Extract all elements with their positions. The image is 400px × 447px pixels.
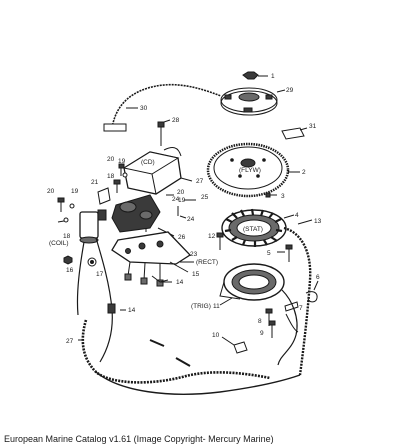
svg-text:15: 15 [192,271,200,278]
svg-text:21: 21 [91,179,99,186]
svg-text:19: 19 [118,158,126,165]
svg-text:8: 8 [258,318,262,325]
part-30-cable: 30 [103,83,222,132]
part-14-terminal-upper: 14 [151,275,184,286]
part-2-flywheel: (FLYW) 2 [206,142,306,198]
svg-text:20: 20 [107,156,115,163]
svg-text:(CD): (CD) [141,159,155,166]
part-24-screw-upper: 24 [172,196,180,216]
svg-text:19: 19 [178,197,186,204]
svg-text:18: 18 [63,233,71,240]
svg-text:30: 30 [140,105,148,112]
part-19-washer-coil-top: 19 [69,188,79,209]
svg-text:(TRIG): (TRIG) [191,303,211,310]
part-4-stator: (STAT) 4 [221,208,299,247]
part-18-screw-upper: 18 [107,173,121,193]
switch-box-cd: (CD) 27 [122,147,204,195]
svg-text:29: 29 [286,87,294,94]
svg-text:14: 14 [176,279,184,286]
svg-text:11: 11 [213,303,220,310]
svg-text:24: 24 [172,196,180,203]
svg-text:20: 20 [177,189,185,196]
svg-text:28: 28 [172,117,180,124]
svg-text:13: 13 [314,218,322,225]
svg-text:2: 2 [302,169,306,176]
trigger-lead-wire [277,289,299,366]
part-19-washer-coil-left [57,217,69,223]
svg-text:17: 17 [96,271,104,278]
part-10-terminal: 10 [212,332,248,354]
svg-text:24: 24 [187,216,195,223]
svg-text:(FLYW): (FLYW) [239,167,261,174]
ignition-coil: 18 (COIL) [49,209,107,247]
svg-text:16: 16 [66,267,74,274]
part-6-clip: 6 [305,274,320,303]
part-9-screw: 9 [260,320,276,338]
svg-text:9: 9 [260,330,264,337]
svg-text:1: 1 [271,73,275,80]
svg-text:6: 6 [316,274,320,281]
part-25-screw: 25 [184,194,209,201]
part-11-trigger: (TRIG) 11 [191,263,285,310]
part-31-key: 31 [281,123,317,140]
svg-text:4: 4 [295,212,299,219]
svg-text:25: 25 [201,194,209,201]
part-7-clamp: 7 [284,301,303,312]
svg-text:7: 7 [299,305,303,312]
svg-text:20: 20 [47,188,55,195]
svg-text:(RECT): (RECT) [196,259,218,266]
rectifier-module [111,194,161,233]
part-1-nut: 1 [242,71,275,80]
part-5-screw: 5 [267,244,293,262]
spark-plug-leads: 14 [76,237,136,363]
part-12-screw: 12 [208,232,224,250]
part-23-mounting-plate-rect: 23 (RECT) [111,231,218,287]
part-15-wire: 15 [169,261,200,278]
part-19-washer-right: 19 [178,197,186,204]
part-21-bracket: 21 [91,179,111,205]
svg-text:10: 10 [212,332,220,339]
svg-text:14: 14 [128,307,136,314]
svg-text:5: 5 [267,250,271,257]
svg-text:18: 18 [107,173,115,180]
part-29-flywheel-cover: 29 [220,87,294,116]
svg-text:26: 26 [178,234,186,241]
part-20-screw-upper: 20 [107,156,125,176]
part-19-washer-upper: 19 [118,158,128,178]
svg-text:12: 12 [208,233,216,240]
part-16-nut: 16 [63,255,74,274]
svg-text:(COIL): (COIL) [49,240,69,247]
svg-text:23: 23 [190,251,198,258]
ignition-exploded-view: 1 29 30 31 28 (FLYW) [47,71,322,395]
part-20-screw-coil: 20 [47,188,65,212]
svg-text:19: 19 [71,188,79,195]
part-20-screw-right: 20 [166,189,185,196]
image-caption: European Marine Catalog v1.61 (Image Cop… [4,434,274,444]
svg-text:3: 3 [281,193,285,200]
svg-text:(STAT): (STAT) [243,226,263,233]
part-13-stator-harness: 13 [283,218,322,376]
svg-text:31: 31 [309,123,317,130]
part-24-screw-lower: 24 [179,215,195,223]
svg-text:27: 27 [196,178,204,185]
part-27-main-harness: 27 [66,319,301,395]
part-3-bolt: 3 [265,192,285,200]
part-28-screw: 28 [157,117,180,146]
svg-text:27: 27 [66,338,74,345]
part-17-washer: 17 [87,257,104,278]
